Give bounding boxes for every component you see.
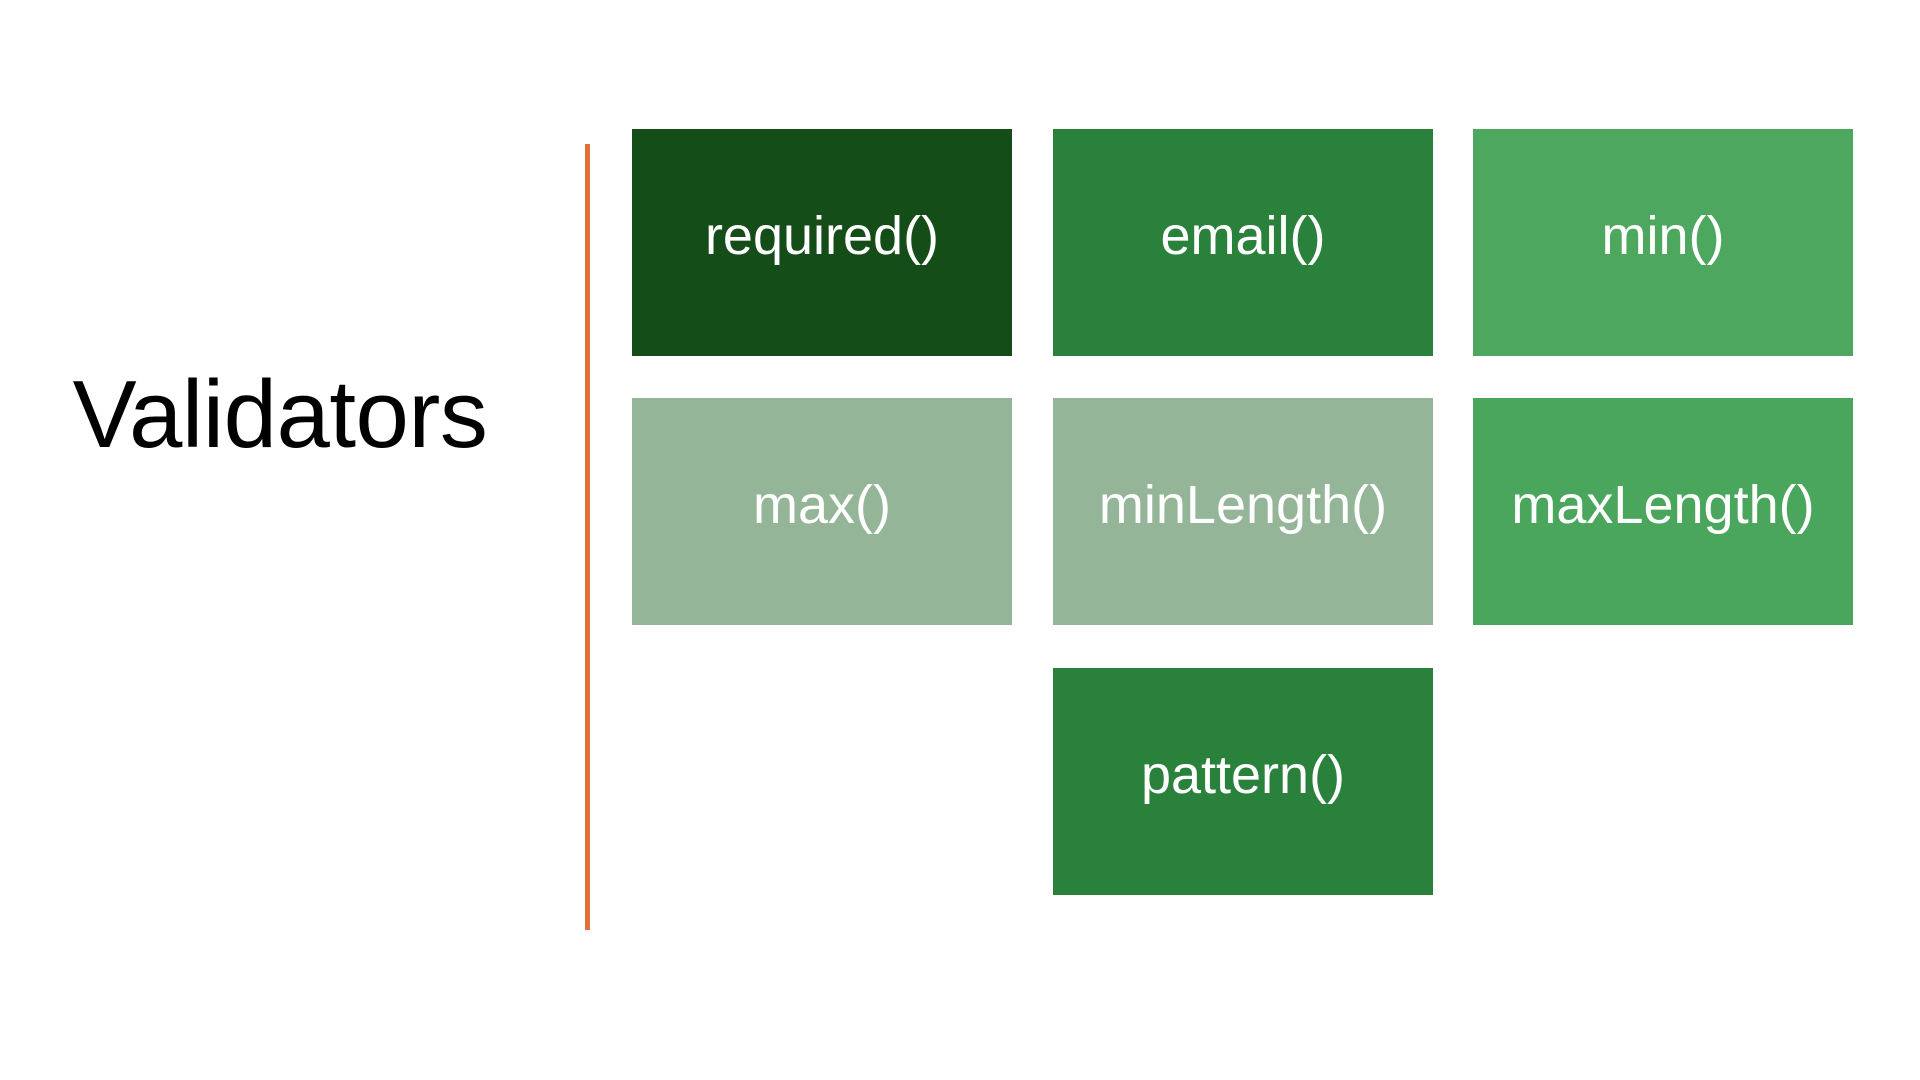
page-title: Validators (0, 355, 560, 475)
validator-tile-minlength[interactable]: minLength() (1053, 398, 1433, 625)
validator-tile-maxlength[interactable]: maxLength() (1473, 398, 1853, 625)
vertical-accent-divider (585, 144, 590, 930)
validator-tile-label: maxLength() (1511, 474, 1815, 535)
validator-tile-min[interactable]: min() (1473, 129, 1853, 356)
validator-tile-label: max() (753, 474, 891, 535)
validator-tile-label: required() (704, 205, 940, 266)
validator-tile-label: email() (1160, 205, 1326, 266)
page-title-text: Validators (72, 361, 488, 468)
validator-tile-label: pattern() (1140, 744, 1346, 805)
validator-tile-required[interactable]: required() (632, 129, 1012, 356)
validator-tile-label: min() (1601, 205, 1725, 266)
validator-tile-pattern[interactable]: pattern() (1053, 668, 1433, 895)
validator-tile-email[interactable]: email() (1053, 129, 1433, 356)
validator-tile-max[interactable]: max() (632, 398, 1012, 625)
validator-tile-grid: required() email() min() max() minLength… (632, 129, 1853, 895)
validator-tile-label: minLength() (1098, 474, 1388, 535)
